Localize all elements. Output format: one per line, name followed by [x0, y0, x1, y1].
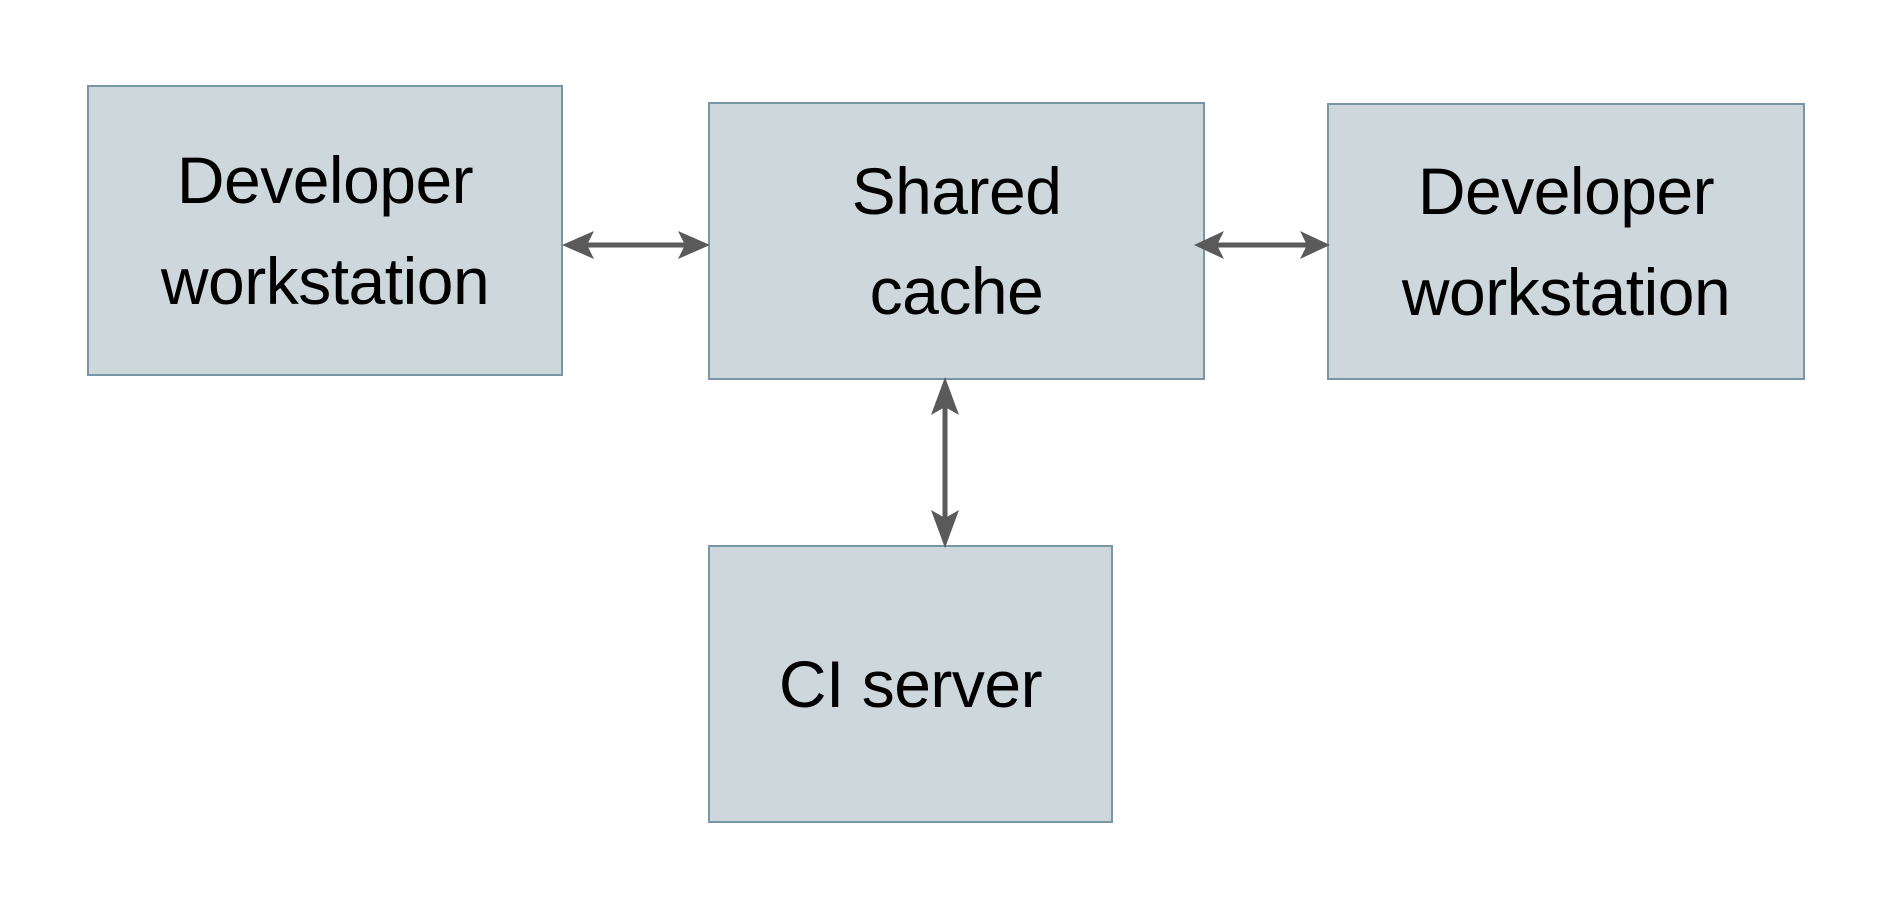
edge-developer-left-to-shared-cache	[560, 220, 712, 270]
node-developer-workstation-left[interactable]: Developer workstation	[87, 85, 563, 376]
node-label: Shared cache	[851, 153, 1062, 328]
edge-shared-cache-to-developer-right	[1192, 220, 1332, 270]
double-headed-arrow-icon	[562, 231, 710, 259]
node-label: CI server	[778, 646, 1043, 721]
node-label: Developer workstation	[160, 143, 490, 318]
edge-shared-cache-to-ci-server	[920, 375, 970, 550]
node-ci-server[interactable]: CI server	[708, 545, 1113, 823]
node-developer-workstation-right[interactable]: Developer workstation	[1327, 103, 1805, 380]
double-headed-arrow-icon	[1194, 231, 1330, 259]
double-headed-arrow-icon	[931, 377, 959, 548]
node-label: Developer workstation	[1401, 154, 1731, 329]
node-shared-cache[interactable]: Shared cache	[708, 102, 1205, 380]
